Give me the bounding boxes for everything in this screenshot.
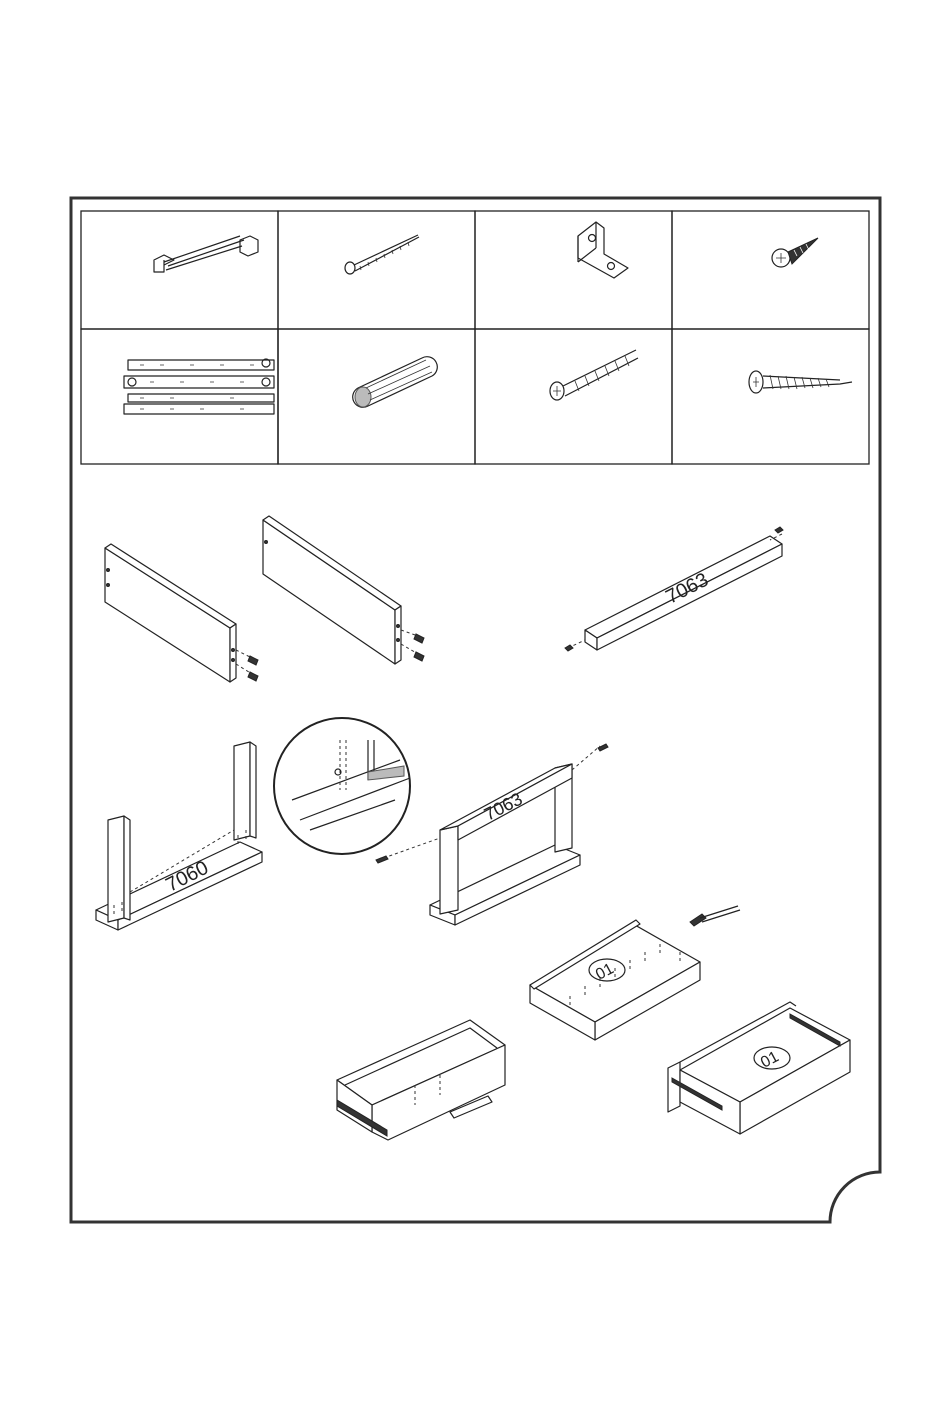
drawer-assembly-top: 01 (530, 906, 740, 1040)
drawer-box-front (337, 1020, 505, 1140)
handle-icon (154, 236, 258, 272)
l-bracket-icon (578, 222, 628, 278)
base-assembly: 7060 (96, 742, 262, 930)
detail-zoom-circle (274, 718, 410, 854)
assembled-rail-label: 7063 (481, 789, 526, 825)
frame-assembly: 7063 (376, 744, 608, 925)
side-panel-left (105, 544, 258, 682)
side-panel-right (263, 516, 424, 664)
dowel-icon (353, 357, 438, 408)
nail-icon (345, 235, 419, 274)
top-rail-panel: 7063 (565, 527, 783, 651)
drawer-with-runners: 01 (668, 1002, 850, 1134)
hardware-grid (81, 211, 869, 464)
long-screw-icon (749, 371, 852, 393)
anchor-screw-icon (550, 350, 638, 400)
short-screw-icon (772, 238, 818, 267)
drawer-runner-icon (124, 329, 278, 464)
